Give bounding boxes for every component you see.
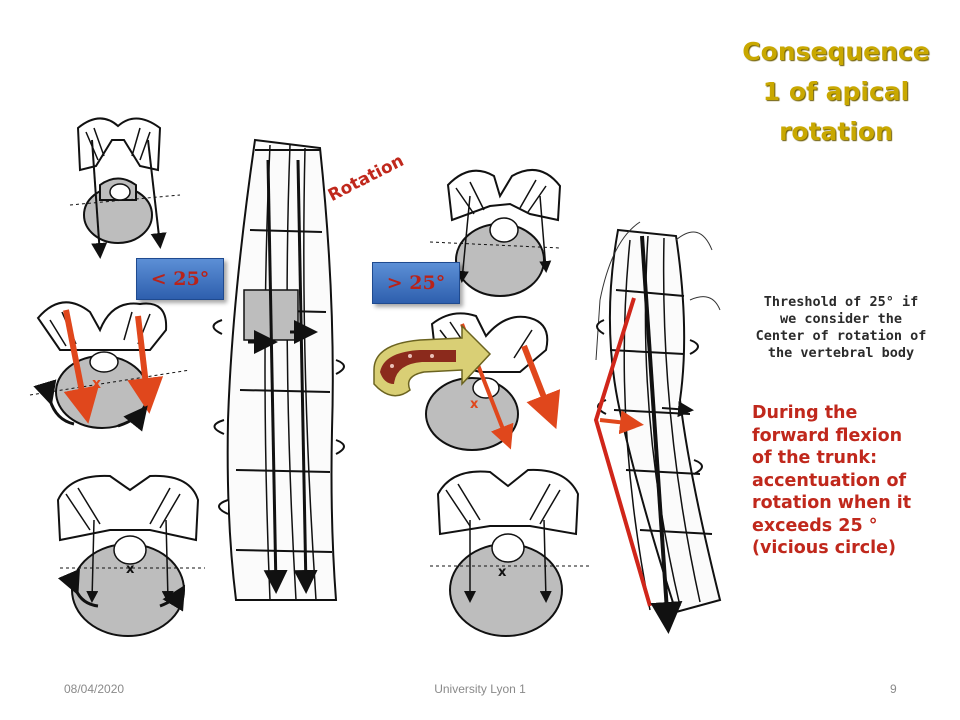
flexion-line-1: During the — [752, 403, 858, 423]
rotation-arrow-icon — [373, 324, 492, 397]
slide-title: Consequence 1 of apical rotation — [716, 32, 956, 152]
flexion-line-2: forward flexion — [752, 425, 903, 446]
badge-less-than-25: < 25° — [136, 258, 224, 300]
svg-text:x: x — [92, 376, 101, 392]
svg-text:x: x — [498, 565, 507, 580]
spine-right — [593, 221, 722, 634]
title-line-1: Consequence — [742, 37, 930, 66]
vertebra-left-top — [69, 117, 181, 259]
flexion-line-3: of the trunk: — [752, 448, 878, 468]
threshold-line-4: the vertebral body — [767, 345, 915, 361]
threshold-line-3: Center of rotation of — [755, 328, 927, 344]
footer-institution: University Lyon 1 — [434, 682, 526, 696]
vertebra-right-top — [429, 168, 562, 297]
title-line-2: 1 of apical — [762, 77, 910, 106]
badge-more-than-25: > 25° — [372, 262, 460, 304]
threshold-line-1: Threshold of 25° if — [763, 294, 919, 310]
title-line-3: rotation — [779, 117, 893, 146]
footer-page-number: 9 — [890, 682, 897, 696]
vertebra-left-middle: x — [29, 301, 191, 432]
flexion-line-7: (vicious circle) — [752, 538, 897, 558]
svg-text:x: x — [126, 562, 135, 577]
vertebra-left-bottom: x — [56, 474, 205, 637]
flexion-line-4: accentuation of — [752, 470, 907, 491]
flexion-line-5: rotation when it — [752, 493, 912, 513]
spine-left — [212, 138, 345, 601]
vertebra-right-middle: x — [425, 312, 561, 451]
flexion-note: During the forward flexion of the trunk:… — [752, 402, 958, 560]
threshold-line-2: we consider the — [780, 311, 902, 327]
svg-text:x: x — [470, 397, 479, 412]
threshold-note: Threshold of 25° if we consider the Cent… — [736, 294, 946, 362]
vertebra-right-bottom: x — [430, 468, 590, 637]
flexion-line-6: exceeds 25 ° — [752, 515, 878, 536]
footer-date: 08/04/2020 — [64, 682, 125, 696]
